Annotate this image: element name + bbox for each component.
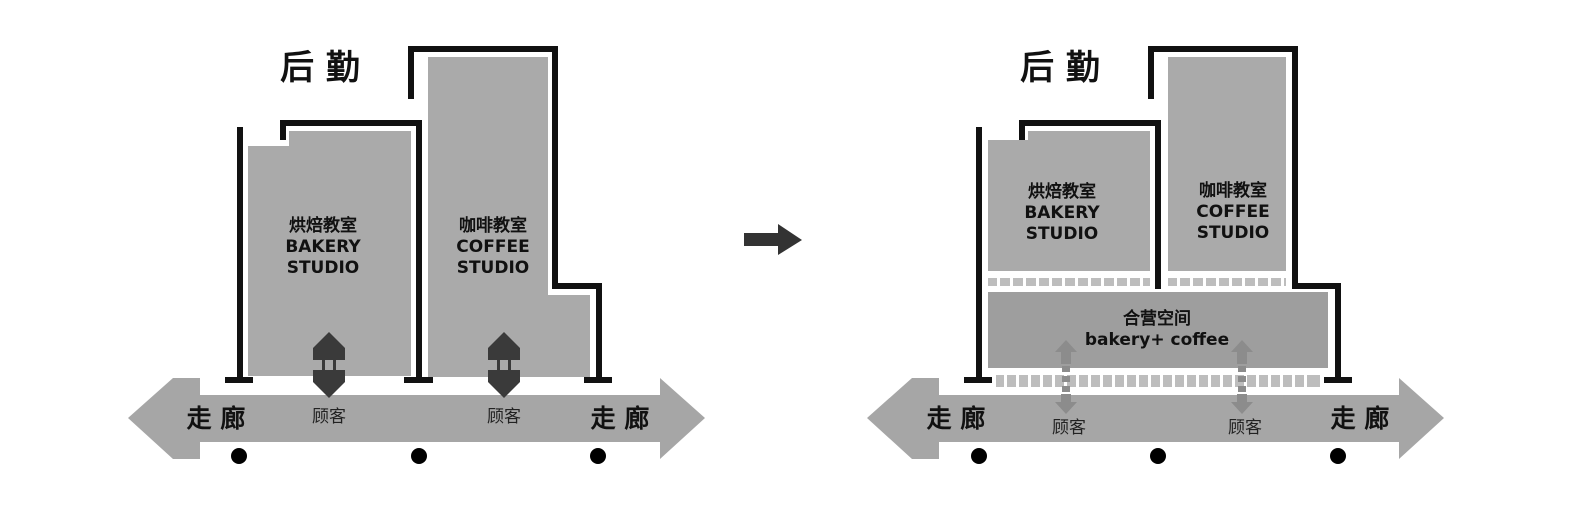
bakery-cn-label-right: 烘焙教室 — [1028, 181, 1096, 202]
coffee-room-right — [1168, 57, 1286, 271]
customer-label-right-b: 顾客 — [1228, 418, 1262, 438]
coffee-cn-label-right: 咖啡教室 — [1199, 180, 1267, 201]
walls-right — [964, 46, 1352, 383]
customer-label-right-a: 顾客 — [1052, 418, 1086, 438]
walls-left — [225, 46, 612, 383]
customer-label-left-a: 顾客 — [312, 407, 346, 427]
double-arrow-icon — [1055, 340, 1077, 414]
before-layout: 后 勤 烘焙教室 BAKERY STUDIO 咖啡教室 COFFEE STUDI… — [128, 46, 705, 464]
shared-space — [988, 292, 1328, 368]
right-arrow-icon — [744, 224, 802, 255]
shared-en-label: bakery+ coffee — [1085, 330, 1229, 350]
column-dot-icon — [231, 448, 247, 464]
logistics-label-left: 后 勤 — [280, 48, 360, 88]
corridor-label-left-a: 走 廊 — [187, 404, 246, 433]
corridor-label-right-b: 走 廊 — [1331, 404, 1390, 433]
double-arrow-icon — [313, 332, 345, 398]
bakery-cn-label-left: 烘焙教室 — [289, 215, 357, 236]
column-dot-icon — [971, 448, 987, 464]
bakery-en2-label-left: STUDIO — [287, 258, 360, 278]
customer-label-left-b: 顾客 — [487, 407, 521, 427]
bakery-en2-label-right: STUDIO — [1026, 224, 1099, 244]
bakery-en1-label-left: BAKERY — [285, 237, 361, 257]
bakery-en1-label-right: BAKERY — [1024, 203, 1100, 223]
shared-cn-label: 合营空间 — [1123, 308, 1191, 329]
corridor-label-right-a: 走 廊 — [927, 404, 986, 433]
column-dot-icon — [411, 448, 427, 464]
bakery-room-right — [988, 131, 1150, 271]
corridor-right-arrow-band — [867, 378, 1444, 459]
coffee-en1-label-right: COFFEE — [1196, 202, 1269, 222]
bakery-room-left — [248, 131, 411, 376]
double-arrow-icon — [488, 332, 520, 398]
coffee-cn-label-left: 咖啡教室 — [459, 215, 527, 236]
corridor-left-arrow-band — [128, 378, 705, 459]
coffee-en1-label-left: COFFEE — [456, 237, 529, 257]
corridor-label-left-b: 走 廊 — [591, 404, 650, 433]
coffee-en2-label-left: STUDIO — [457, 258, 530, 278]
after-layout: 后 勤 烘焙教室 BAKERY STUDIO 咖啡教室 COFFEE STUDI… — [867, 46, 1444, 464]
double-arrow-icon — [1231, 340, 1253, 414]
coffee-en2-label-right: STUDIO — [1197, 223, 1270, 243]
column-dot-icon — [1330, 448, 1346, 464]
coffee-room-left-annex — [547, 295, 590, 377]
column-dot-icon — [1150, 448, 1166, 464]
coffee-room-left — [428, 57, 548, 377]
column-dot-icon — [590, 448, 606, 464]
logistics-label-right: 后 勤 — [1020, 48, 1100, 88]
